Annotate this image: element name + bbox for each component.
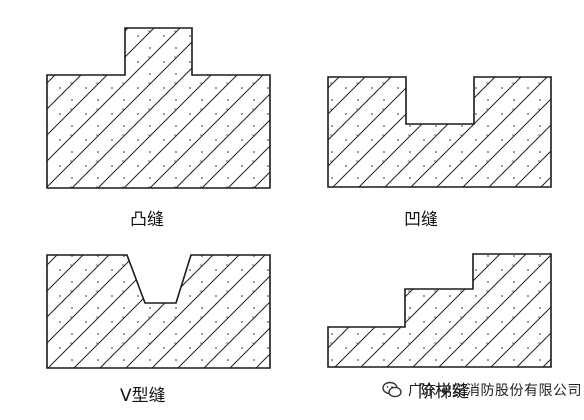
groove-joint-label: 凹缝 (404, 210, 438, 230)
watermark: 广东中安消防股份有限公司 (382, 380, 582, 400)
v-groove-joint-shape (46, 254, 271, 369)
v-groove-joint-label: V型缝 (120, 386, 166, 406)
stepped-joint-label: 阶梯缝 (418, 382, 469, 402)
watermark-text: 广东中安消防股份有限公司 (408, 383, 582, 399)
wechat-logo-icon (382, 381, 402, 398)
groove-joint-shape (327, 76, 552, 188)
tongue-joint-shape (46, 27, 271, 189)
stepped-joint-shape (327, 253, 552, 368)
tongue-joint-label: 凸缝 (130, 210, 164, 230)
